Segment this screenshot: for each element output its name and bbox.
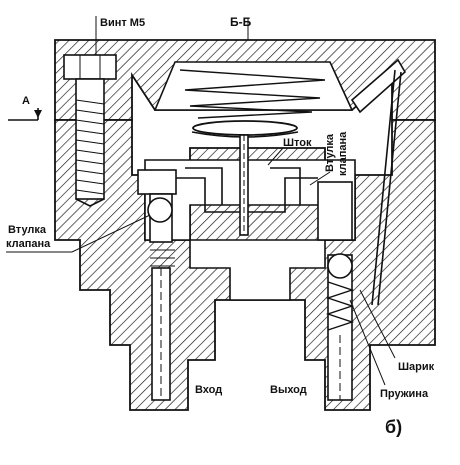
figure-label: б) <box>385 417 402 437</box>
diaphragm-spring <box>179 69 326 119</box>
screw-m5 <box>63 54 117 207</box>
view-arrow-label: А <box>22 95 30 107</box>
stem <box>239 134 249 236</box>
outlet-label: Выход <box>270 384 307 396</box>
ball-label: Шарик <box>398 361 435 373</box>
external-lever <box>350 58 407 306</box>
stem-label: Шток <box>283 137 312 149</box>
right-valve-assembly <box>248 167 353 241</box>
section-label: Б-Б <box>230 15 252 29</box>
diaphragm-plate <box>192 120 298 136</box>
valve-sleeve-left-label-2: клапана <box>6 238 51 250</box>
left-valve-assembly <box>137 167 240 267</box>
lower-chamber <box>189 239 326 301</box>
valve-sleeve-right-label-2: клапана <box>337 131 349 176</box>
valve-sleeve-left-label-1: Втулка <box>8 224 47 236</box>
inlet-channel <box>151 267 171 401</box>
diaphragm-dome <box>153 61 354 111</box>
outlet-channel <box>325 253 355 401</box>
valve-sleeve-right-label-1: Втулка <box>324 133 336 172</box>
inlet-label: Вход <box>195 384 222 396</box>
spring-label: Пружина <box>380 388 429 400</box>
view-arrow-a <box>8 108 42 121</box>
screw-label: Винт М5 <box>100 17 145 29</box>
leader-lines <box>6 16 396 386</box>
